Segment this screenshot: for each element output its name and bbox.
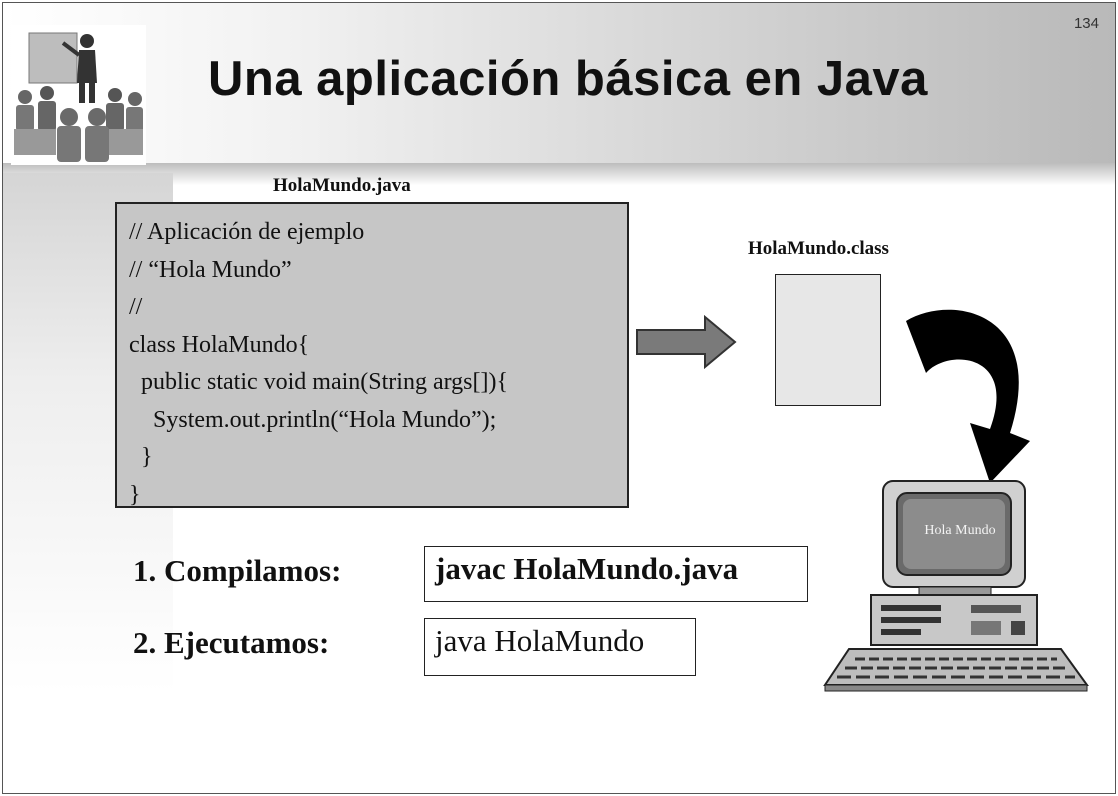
- code-line: }: [129, 481, 141, 508]
- curved-arrow-icon: [898, 293, 1048, 498]
- code-line: System.out.println(“Hola Mundo”);: [129, 406, 497, 433]
- presenter-icon: [11, 25, 146, 170]
- run-step-label: 2. Ejecutamos:: [133, 625, 330, 660]
- computer-icon: [821, 479, 1091, 699]
- page-number: 134: [1073, 15, 1099, 32]
- run-command-box: java HolaMundo: [424, 618, 696, 676]
- compile-command-box: javac HolaMundo.java: [424, 546, 808, 602]
- code-box: // Aplicación de ejemplo // “Hola Mundo”…: [115, 202, 629, 508]
- code-line: public static void main(String args[]){: [129, 369, 509, 395]
- screen-text: Hola Mundo: [924, 523, 996, 538]
- page-title: Una aplicación básica en Java: [208, 52, 928, 106]
- compile-step-label: 1. Compilamos:: [133, 553, 342, 588]
- header-band: [3, 3, 1115, 171]
- header-shadow: [3, 163, 1115, 185]
- code-line: // Aplicación de ejemplo: [129, 219, 365, 245]
- code-line: // “Hola Mundo”: [129, 256, 292, 283]
- source-file-label: HolaMundo.java: [273, 175, 411, 196]
- right-arrow-icon: [635, 314, 739, 374]
- code-line: //: [129, 294, 143, 320]
- class-file-page: [775, 274, 881, 406]
- code-line: }: [129, 444, 153, 470]
- class-file-label: HolaMundo.class: [748, 238, 889, 259]
- code-line: class HolaMundo{: [129, 331, 310, 358]
